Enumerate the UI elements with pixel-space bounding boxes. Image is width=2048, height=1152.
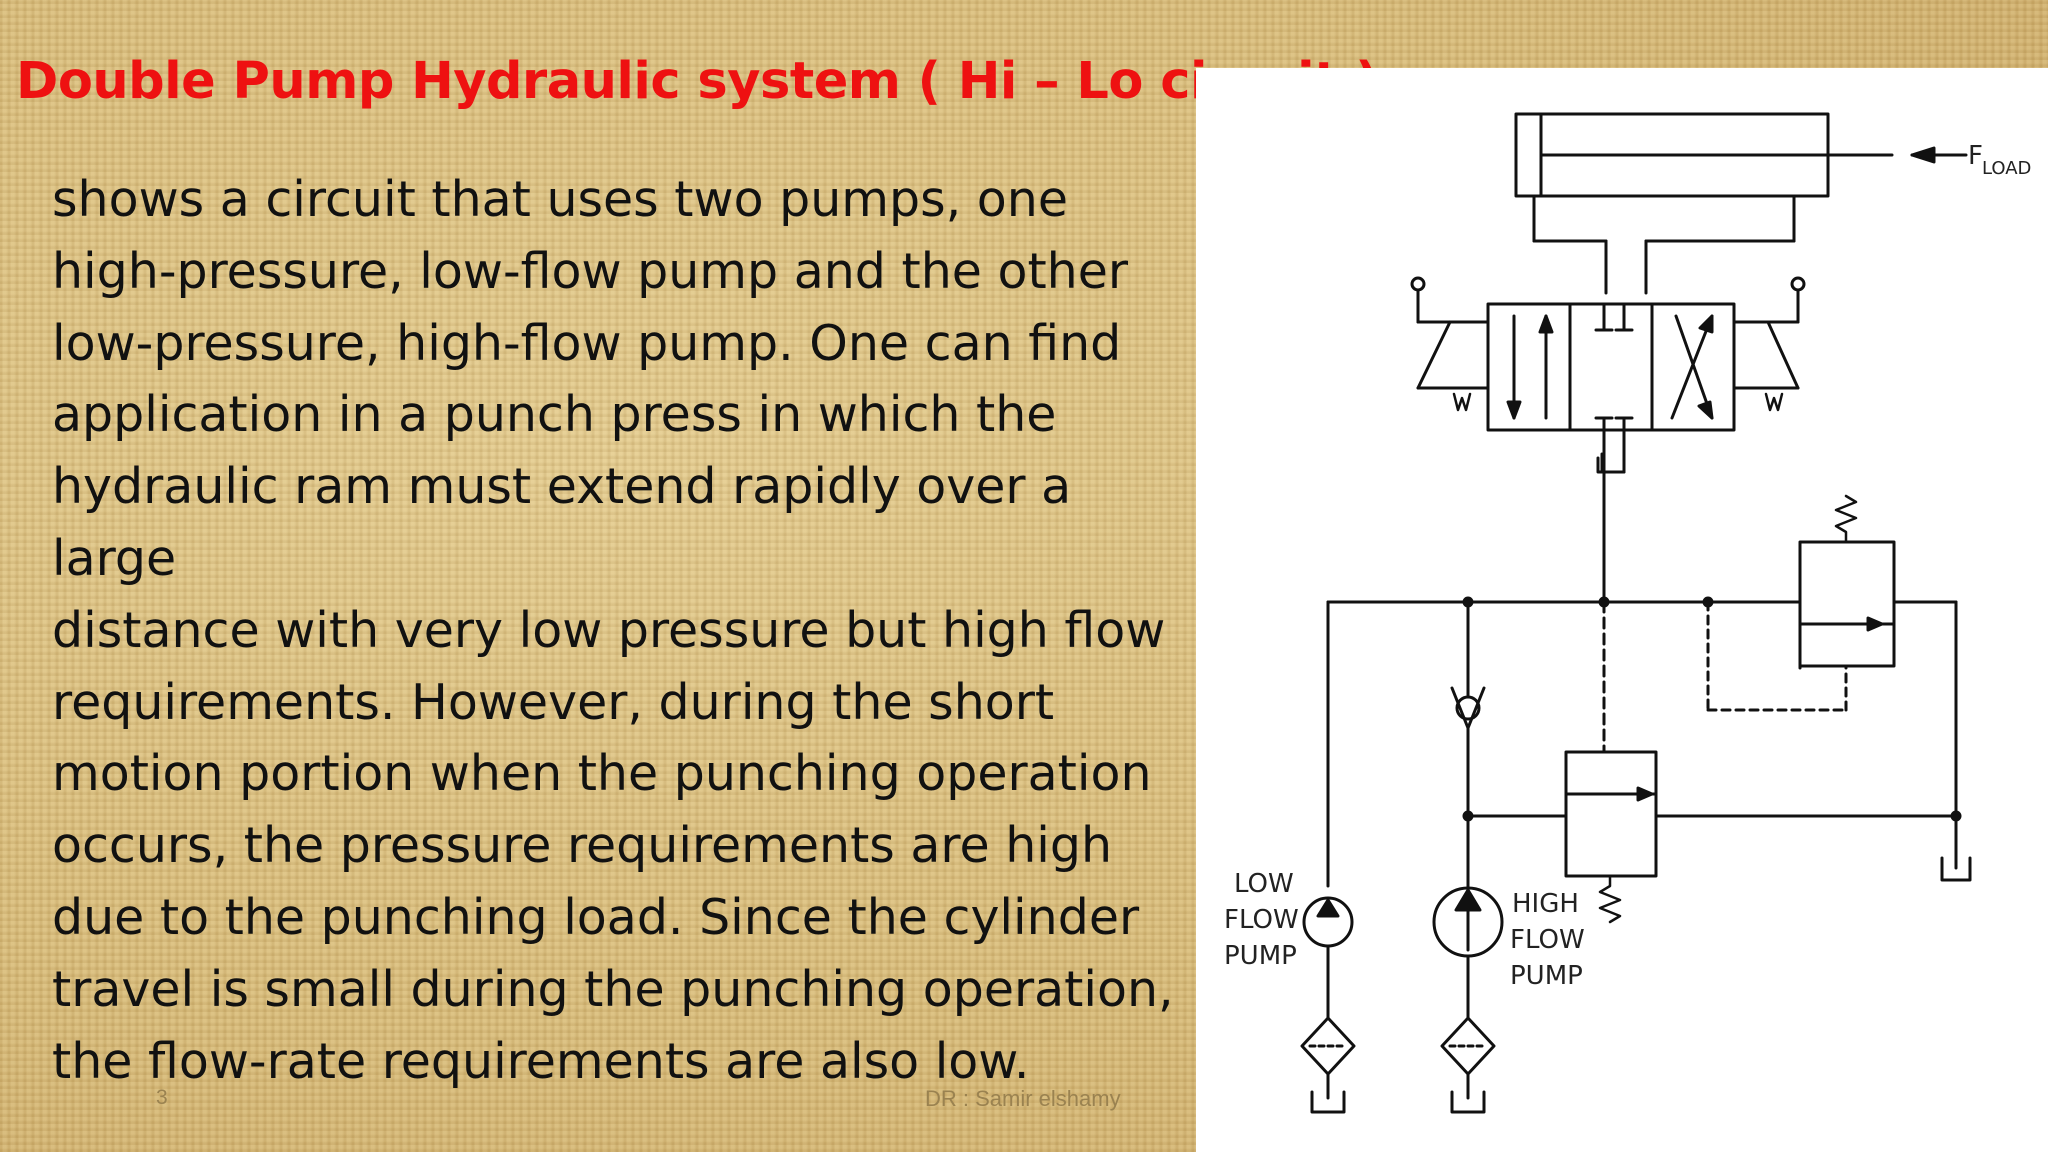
low-pump-filter-icon bbox=[1300, 1016, 1356, 1114]
load-arrow-icon bbox=[1910, 146, 1968, 164]
body-line: shows a circuit that uses two pumps, one bbox=[52, 171, 1068, 228]
main-manifold-line bbox=[1326, 596, 1958, 818]
body-line: due to the punching load. Since the cyli… bbox=[52, 888, 1140, 946]
valve-tank-icon bbox=[1596, 428, 1626, 474]
slide-title: Double Pump Hydraulic system ( Hi – Lo c… bbox=[16, 52, 1379, 111]
high-flow-pump-icon bbox=[1432, 886, 1504, 1020]
footer-author: DR : Samir elshamy bbox=[925, 1086, 1121, 1111]
low-pump-label-line: PUMP bbox=[1224, 941, 1297, 971]
cylinder-lines bbox=[1532, 239, 1796, 295]
hydraulic-cylinder bbox=[1514, 112, 1894, 243]
unloading-valve bbox=[1466, 600, 1962, 924]
high-pump-filter-icon bbox=[1440, 1016, 1496, 1114]
valve-right-lever-icon bbox=[1732, 276, 1806, 412]
low-flow-pump-icon bbox=[1302, 896, 1354, 1020]
high-pump-label-line: HIGH bbox=[1512, 889, 1579, 919]
valve-left-lever-icon bbox=[1410, 276, 1490, 412]
relief-valve bbox=[1706, 494, 1896, 712]
slide-number: 3 bbox=[156, 1086, 168, 1109]
body-line: travel is small during the punching oper… bbox=[52, 960, 1174, 1018]
body-line: low-pressure, high-flow pump. One can fi… bbox=[52, 314, 1122, 372]
low-pump-label-line: LOW bbox=[1234, 869, 1294, 899]
hydraulic-circuit-diagram: F LOAD bbox=[1196, 68, 2048, 1152]
high-pump-label-line: FLOW bbox=[1510, 925, 1585, 955]
slide-body: shows a circuit that uses two pumps, one… bbox=[52, 164, 1182, 1097]
body-line: motion portion when the punching operati… bbox=[52, 745, 1152, 803]
high-pump-label-line: PUMP bbox=[1510, 961, 1583, 991]
directional-control-valve bbox=[1486, 302, 1736, 432]
load-label: F bbox=[1968, 141, 1983, 171]
body-line: distance with very low pressure but high… bbox=[52, 601, 1166, 659]
body-line: occurs, the pressure requirements are hi… bbox=[52, 817, 1113, 875]
low-pump-label-line: FLOW bbox=[1224, 905, 1299, 935]
body-line: the flow-rate requirements are also low. bbox=[52, 1032, 1030, 1090]
body-line: application in a punch press in which th… bbox=[52, 386, 1057, 444]
relief-tank-icon bbox=[1940, 814, 1972, 882]
body-line: hydraulic ram must extend rapidly over a… bbox=[52, 458, 1072, 587]
body-line: requirements. However, during the short bbox=[52, 673, 1055, 731]
body-line: high-pressure, low-flow pump and the oth… bbox=[52, 242, 1129, 300]
load-subscript: LOAD bbox=[1982, 158, 2031, 179]
check-valve bbox=[1450, 600, 1486, 952]
